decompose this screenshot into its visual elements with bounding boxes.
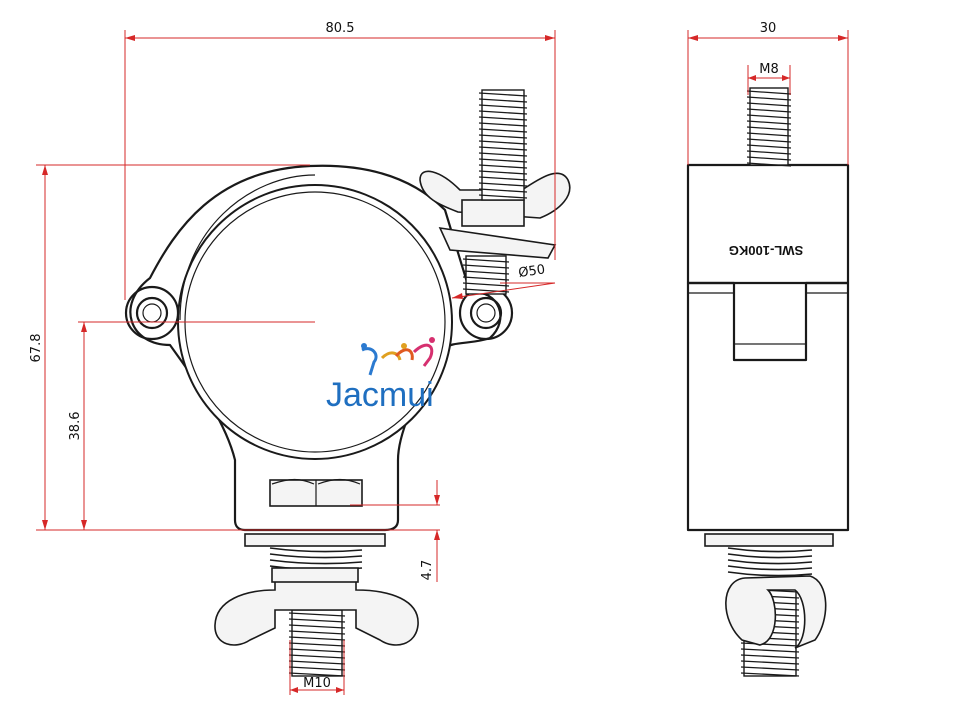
left-pivot-bolt: [124, 285, 180, 341]
dimensions: 80.5 67.8 38.6 4.7 Ø50 M10: [29, 21, 849, 695]
side-top-thread: [746, 87, 792, 167]
side-spring: [727, 547, 813, 577]
bottom-spring: [269, 547, 363, 571]
dim-bolt-top: M8: [759, 62, 779, 77]
bottom-washer: [244, 533, 386, 547]
dim-width-front: 80.5: [326, 21, 355, 36]
top-nut-collar: [461, 199, 525, 227]
side-wing-nut: [725, 575, 827, 649]
latch-lower-thread: [462, 255, 510, 295]
dim-pipe-diameter: Ø50: [517, 262, 546, 281]
bottom-hex-nut: [269, 478, 363, 507]
dim-bottom-gap: 4.7: [420, 560, 435, 581]
dim-width-side: 30: [760, 21, 777, 36]
rating-plate-text: SWL-100KG: [729, 243, 803, 258]
side-lower-block: [686, 281, 850, 532]
bottom-wing-nut: [214, 574, 419, 646]
side-slot: [733, 343, 807, 361]
logo-figures-icon: [361, 337, 435, 376]
top-bolt-thread: [478, 89, 528, 201]
logo-wordmark: Jacmui: [326, 376, 434, 414]
bottom-wing-collar: [271, 567, 359, 583]
brand-logo: Jacmui: [326, 337, 435, 414]
dim-height-total: 67.8: [29, 334, 44, 363]
bottom-bolt-thread: [288, 609, 346, 677]
side-view: SWL-100KG: [686, 87, 850, 677]
side-upper-block: [686, 163, 850, 285]
side-washer-1: [704, 533, 834, 547]
ring-edge: [179, 174, 316, 321]
dim-bolt-bottom: M10: [303, 676, 331, 691]
latch-plate: [438, 226, 557, 259]
dim-height-center: 38.6: [68, 412, 83, 441]
